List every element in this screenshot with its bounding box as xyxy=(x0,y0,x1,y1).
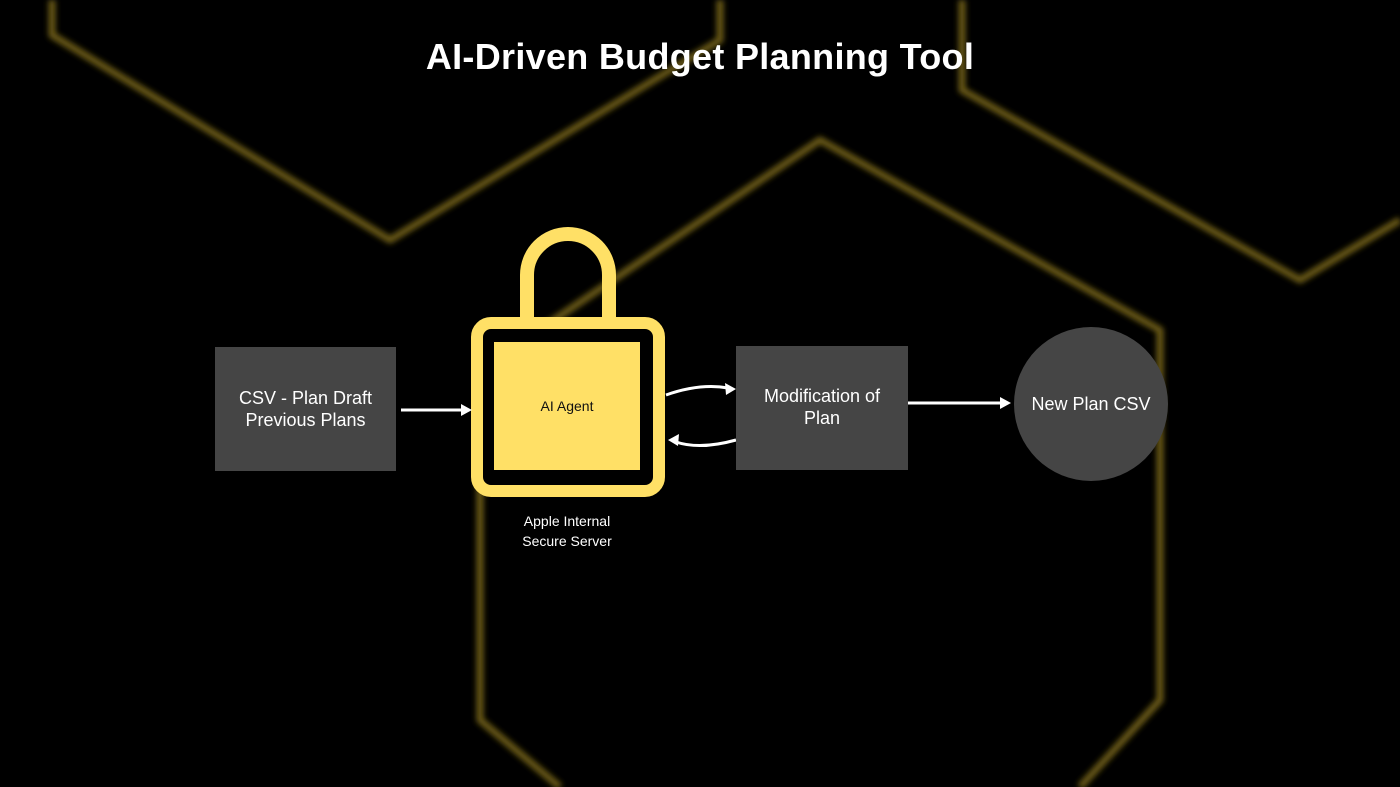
agent-label: AI Agent xyxy=(540,398,594,414)
page-title: AI-Driven Budget Planning Tool xyxy=(425,36,975,77)
flow-arrows xyxy=(401,385,1002,447)
output-node-shape xyxy=(1014,327,1168,481)
agent-caption: Apple Internal Secure Server xyxy=(494,511,640,551)
modification-line1: Modification of xyxy=(763,386,881,406)
input-line1: CSV - Plan Draft xyxy=(238,388,373,408)
agent-caption-line2: Secure Server xyxy=(522,533,612,549)
agent-caption-line1: Apple Internal xyxy=(523,513,611,529)
lock-icon xyxy=(471,227,665,497)
modification-line2: Plan xyxy=(803,408,841,428)
input-line2: Previous Plans xyxy=(245,410,366,430)
arrow-agent-to-modification xyxy=(665,385,729,397)
output-node: New Plan CSV xyxy=(1014,327,1168,481)
output-label: New Plan CSV xyxy=(1031,394,1151,414)
arrow-modification-to-agent xyxy=(675,438,737,447)
